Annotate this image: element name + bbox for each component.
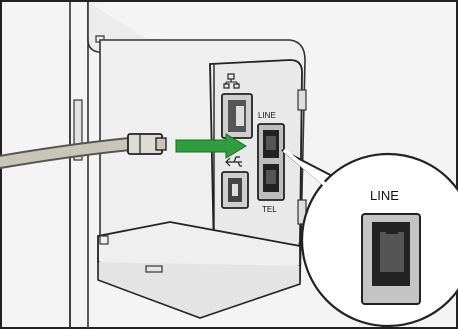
- usb-contacts: [232, 184, 238, 196]
- callout-port-latch: [386, 226, 398, 234]
- callout-line-label: LINE: [370, 188, 399, 203]
- plug-tip: [156, 138, 166, 150]
- connector-panel: [210, 60, 302, 256]
- hinge-top: [298, 90, 306, 110]
- line-port-contacts: [266, 136, 276, 150]
- ethernet-contacts: [236, 106, 244, 126]
- port-label-line: LINE: [258, 111, 276, 120]
- callout-port-contacts: [380, 232, 404, 272]
- tel-port-contacts: [266, 170, 276, 184]
- port-label-tel: TEL: [262, 205, 277, 214]
